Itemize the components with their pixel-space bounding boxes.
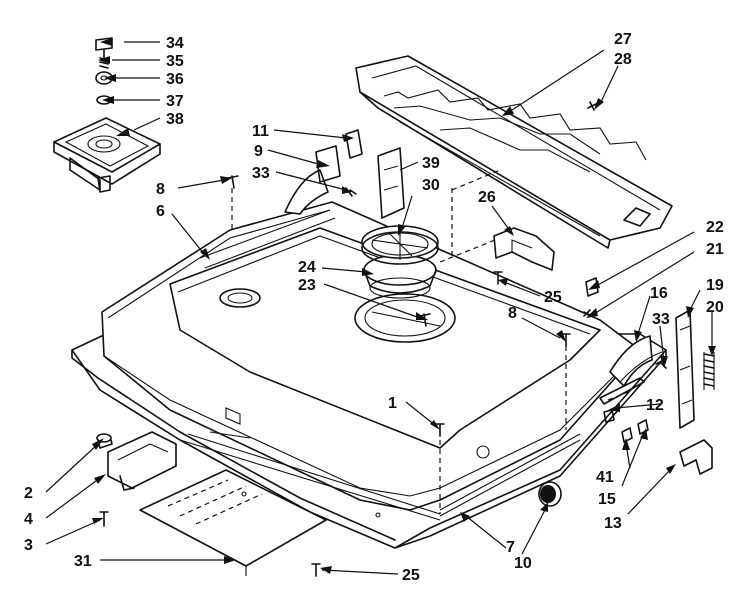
label-33-right: 33 xyxy=(652,311,670,328)
label-35: 35 xyxy=(166,53,184,70)
label-24: 24 xyxy=(298,259,316,276)
label-25-right: 25 xyxy=(544,289,562,306)
bracket-12 xyxy=(599,377,645,423)
label-13: 13 xyxy=(604,515,622,532)
label-33-left: 33 xyxy=(252,165,270,182)
parts-41-15 xyxy=(621,419,649,443)
label-25-bottom: 25 xyxy=(402,567,420,584)
label-1: 1 xyxy=(388,395,397,412)
label-22: 22 xyxy=(706,219,724,236)
label-8-right: 8 xyxy=(508,305,517,322)
label-4: 4 xyxy=(24,511,33,528)
label-3: 3 xyxy=(24,537,33,554)
bracket-39 xyxy=(377,147,405,219)
label-8-left: 8 xyxy=(156,181,165,198)
vent-trim-27 xyxy=(355,55,673,249)
burner-opening xyxy=(354,293,456,343)
switch-assembly-4 xyxy=(96,431,177,491)
side-bracket-19 xyxy=(675,309,695,429)
label-2: 2 xyxy=(24,485,33,502)
label-37: 37 xyxy=(166,93,184,110)
label-9: 9 xyxy=(254,143,263,160)
label-15: 15 xyxy=(598,491,616,508)
label-12: 12 xyxy=(646,397,664,414)
label-41: 41 xyxy=(596,469,614,486)
label-19: 19 xyxy=(706,277,724,294)
label-21: 21 xyxy=(706,241,724,258)
label-31: 31 xyxy=(74,553,92,570)
leader-lines xyxy=(45,38,716,575)
label-11: 11 xyxy=(252,123,269,140)
knob-10 xyxy=(538,481,562,507)
label-28: 28 xyxy=(614,51,632,68)
label-23: 23 xyxy=(298,277,316,294)
label-39: 39 xyxy=(422,155,440,172)
label-6: 6 xyxy=(156,203,165,220)
label-7: 7 xyxy=(506,539,515,556)
label-27: 27 xyxy=(614,31,632,48)
label-36: 36 xyxy=(166,71,184,88)
label-10: 10 xyxy=(514,555,532,572)
bracket-13 xyxy=(679,439,713,475)
lower-panel-31 xyxy=(139,469,327,576)
callout-labels: 34 35 36 37 38 27 28 11 9 39 33 30 8 6 2… xyxy=(24,31,724,584)
label-38: 38 xyxy=(166,111,184,128)
label-20: 20 xyxy=(706,299,724,316)
range-top-panel xyxy=(71,169,667,549)
label-34: 34 xyxy=(166,35,184,52)
control-assembly-38 xyxy=(53,117,161,193)
label-16: 16 xyxy=(650,285,668,302)
label-30: 30 xyxy=(422,177,440,194)
bracket-26 xyxy=(493,227,555,271)
spring-20 xyxy=(703,352,715,390)
label-26: 26 xyxy=(478,189,496,206)
